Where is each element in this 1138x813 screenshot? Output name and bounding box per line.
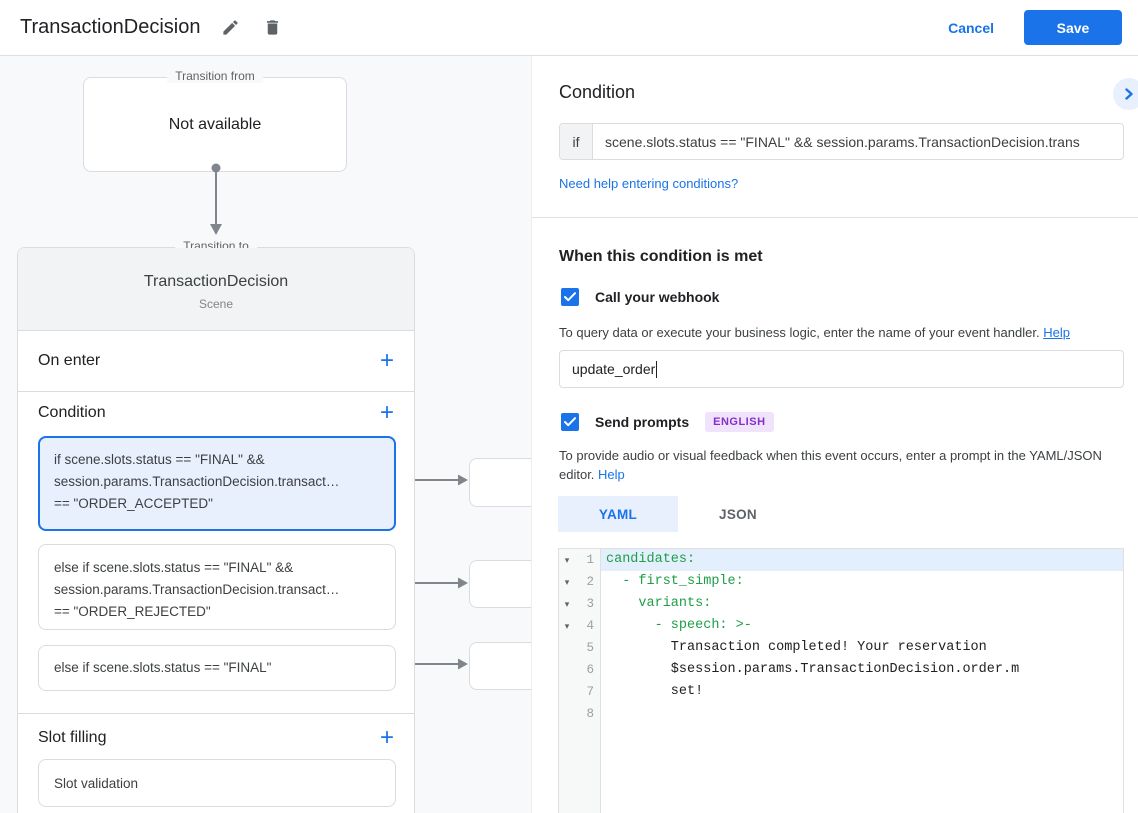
condition-detail-panel: Condition if scene.slots.status == "FINA…: [531, 56, 1138, 813]
line-number: 6: [586, 663, 594, 677]
prompts-description-text: To provide audio or visual feedback when…: [559, 448, 1102, 482]
collapse-panel-button[interactable]: [1113, 78, 1138, 110]
save-button[interactable]: Save: [1024, 10, 1122, 45]
code-text: $session.params.TransactionDecision.orde…: [606, 662, 1020, 677]
language-badge: ENGLISH: [705, 412, 774, 432]
webhook-handler-value: update_order: [572, 361, 656, 377]
condition-heading: Condition: [559, 82, 636, 102]
transition-from-content: Not available: [168, 115, 262, 133]
editor-line[interactable]: ▾ 1 candidates:: [559, 549, 1123, 571]
line-number: 5: [586, 641, 594, 655]
editor-line[interactable]: 8: [559, 703, 1123, 725]
trash-icon: [266, 20, 278, 35]
checkmark-icon: [564, 417, 576, 427]
transition-from-legend: Transition from: [167, 69, 263, 83]
slot-validation-item[interactable]: Slot validation: [38, 759, 396, 807]
if-prefix-label: if: [560, 124, 593, 159]
panel-divider: [532, 217, 1138, 218]
editor-line[interactable]: 5 Transaction completed! Your reservatio…: [559, 637, 1123, 659]
text-cursor: [656, 360, 658, 378]
scene-subtitle: Scene: [198, 297, 234, 311]
pencil-icon: [223, 20, 238, 35]
add-slot-button[interactable]: +: [379, 724, 394, 751]
editor-line[interactable]: ▾ 3 variants:: [559, 593, 1123, 615]
fold-arrow-icon[interactable]: ▾: [564, 555, 570, 565]
transition-from-box[interactable]: Transition from Not available: [83, 69, 347, 172]
code-text: - first_simple:: [606, 574, 744, 589]
tab-json[interactable]: JSON: [678, 496, 798, 532]
add-on-enter-button[interactable]: +: [379, 347, 394, 374]
fold-arrow-icon[interactable]: ▾: [564, 577, 570, 587]
condition-expression-input[interactable]: if scene.slots.status == "FINAL" && sess…: [559, 123, 1124, 160]
webhook-handler-input[interactable]: update_order: [559, 350, 1124, 388]
code-text: set!: [606, 684, 704, 699]
condition-line: session.params.TransactionDecision.trans…: [54, 474, 340, 489]
call-webhook-label: Call your webhook: [595, 289, 720, 305]
scene-diagram-canvas: Transition from Not available: [0, 56, 531, 813]
editor-gutter: [559, 725, 601, 813]
condition-line: else if scene.slots.status == "FINAL": [54, 660, 272, 675]
line-number: 3: [586, 597, 594, 611]
editor-line[interactable]: ▾ 2 - first_simple:: [559, 571, 1123, 593]
tab-yaml[interactable]: YAML: [558, 496, 678, 532]
editor-format-tabs: YAML JSON: [558, 496, 798, 532]
condition-section-header: Condition +: [38, 399, 394, 426]
webhook-description: To query data or execute your business l…: [559, 323, 1070, 342]
line-number: 8: [586, 707, 594, 721]
send-prompts-checkbox[interactable]: [561, 413, 579, 431]
fold-arrow-icon[interactable]: ▾: [564, 599, 570, 609]
top-bar: TransactionDecision Cancel Save: [0, 0, 1138, 56]
delete-scene-button[interactable]: [260, 16, 284, 40]
slot-filling-section-header: Slot filling +: [38, 724, 394, 751]
slot-filling-label: Slot filling: [38, 729, 107, 746]
scene-card-header: TransactionDecision Scene: [18, 248, 414, 331]
condition-line: else if scene.slots.status == "FINAL" &&: [54, 560, 294, 575]
section-divider: [18, 713, 414, 714]
when-condition-met-heading: When this condition is met: [559, 248, 763, 265]
prompts-description: To provide audio or visual feedback when…: [559, 446, 1115, 484]
condition-line: == "ORDER_ACCEPTED": [54, 496, 213, 511]
code-text: [601, 703, 1123, 725]
condition-line: session.params.TransactionDecision.trans…: [54, 582, 340, 597]
condition-section-label: Condition: [38, 404, 106, 421]
condition-expression-value: scene.slots.status == "FINAL" && session…: [605, 133, 1080, 150]
editor-line[interactable]: 7 set!: [559, 681, 1123, 703]
target-scene-node[interactable]: [469, 560, 531, 608]
call-webhook-checkbox[interactable]: [561, 288, 579, 306]
editor-line[interactable]: 6 $session.params.TransactionDecision.or…: [559, 659, 1123, 681]
line-number: 2: [586, 575, 594, 589]
target-scene-node[interactable]: [469, 642, 531, 690]
chevron-right-icon: [1125, 88, 1133, 100]
webhook-help-link[interactable]: Help: [1043, 325, 1070, 340]
condition-item-final[interactable]: else if scene.slots.status == "FINAL": [38, 645, 396, 691]
yaml-editor[interactable]: ▾ 1 candidates: ▾ 2 - first_simple: ▾ 3 var…: [558, 548, 1124, 813]
code-text: Transaction completed! Your reservation: [606, 640, 987, 655]
add-condition-button[interactable]: +: [379, 399, 394, 426]
editor-line[interactable]: ▾ 4 - speech: >-: [559, 615, 1123, 637]
line-number: 1: [586, 553, 594, 567]
line-number: 4: [586, 619, 594, 633]
condition-line: == "ORDER_REJECTED": [54, 604, 211, 619]
scene-title: TransactionDecision: [143, 273, 289, 290]
target-scene-node[interactable]: [469, 458, 531, 507]
fold-arrow-icon[interactable]: ▾: [564, 621, 570, 631]
code-text: variants:: [606, 596, 712, 611]
condition-help-link[interactable]: Need help entering conditions?: [559, 176, 739, 191]
cancel-button[interactable]: Cancel: [948, 19, 994, 36]
page-title: TransactionDecision: [20, 16, 201, 38]
condition-item-rejected[interactable]: else if scene.slots.status == "FINAL" &&…: [38, 544, 396, 630]
transition-to-card: Transition to TransactionDecision Scene …: [17, 239, 415, 813]
on-enter-label: On enter: [38, 352, 101, 369]
line-number: 7: [586, 685, 594, 699]
checkmark-icon: [564, 292, 576, 302]
edit-scene-button[interactable]: [218, 16, 242, 40]
prompts-help-link[interactable]: Help: [598, 467, 625, 482]
webhook-description-text: To query data or execute your business l…: [559, 325, 1040, 340]
condition-item-accepted[interactable]: if scene.slots.status == "FINAL" && sess…: [38, 436, 396, 531]
code-text: candidates:: [601, 549, 1123, 571]
send-prompts-label: Send prompts: [595, 414, 690, 430]
condition-line: if scene.slots.status == "FINAL" &&: [54, 452, 265, 467]
code-text: - speech: >-: [606, 618, 752, 633]
on-enter-row: On enter +: [18, 331, 414, 392]
